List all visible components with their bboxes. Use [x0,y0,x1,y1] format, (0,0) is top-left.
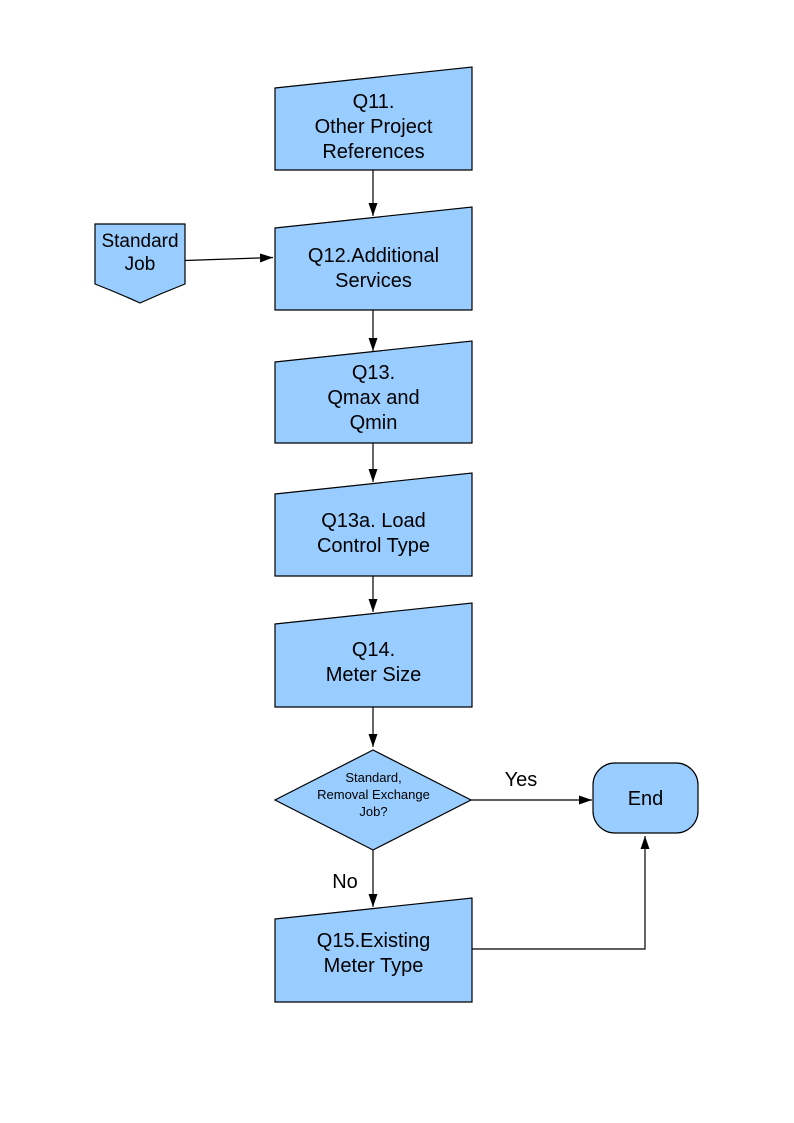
q12-node-shape [274,206,473,311]
no-edge-label: No [332,871,358,893]
end-label: End [627,788,664,810]
end-terminator-shape [592,762,699,834]
q13-node-shape [274,340,473,444]
edge-q15-to-end [472,836,650,950]
q15-label: Q15.Existing Meter Type [316,930,431,977]
yes-edge-label: Yes [504,769,538,791]
q13-label: Q13. Qmax and Qmin [327,362,420,434]
q12-label: Q12.Additional Services [307,245,440,292]
q11-node-shape [274,66,473,171]
edge-standardjob-to-q12 [184,253,274,263]
q13a-node-shape [274,472,473,577]
q11-label: Q11. Other Project References [314,91,433,163]
standard-job-label: Standard Job [101,231,179,275]
standard-job-banner-shape [94,223,186,304]
q14-label: Q14. Meter Size [325,639,422,686]
q14-node-shape [274,602,473,708]
q15-node-shape [274,897,473,1003]
q13a-label: Q13a. Load Control Type [316,510,431,557]
decision-label: Standard, Removal Exchange Job? [317,770,430,819]
